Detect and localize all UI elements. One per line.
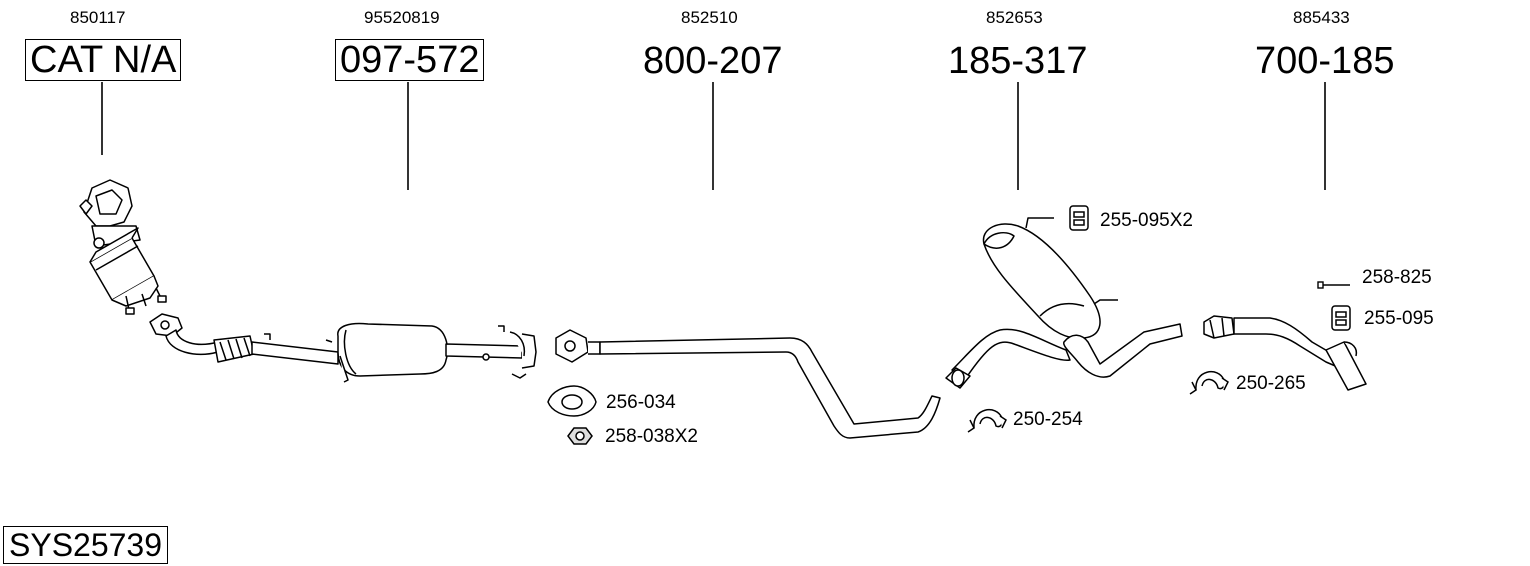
part-number-box[interactable]: CAT N/A [25,39,182,81]
accessory-label[interactable]: 258-038X2 [605,426,698,447]
rubber-hanger-icon [1331,305,1351,331]
system-code-box: SYS25739 [3,526,169,564]
part-number[interactable]: 700-185 [1255,40,1395,82]
accessory-label[interactable]: 250-254 [1013,409,1083,430]
oe-number: 852653 [986,8,1043,27]
oe-number: 852510 [681,8,738,27]
front-pipe-part[interactable] [149,313,537,383]
clamp-icon [967,408,1007,433]
nut-icon [567,427,593,445]
catalytic-converter-part[interactable] [79,179,167,315]
accessory-label[interactable]: 258-825 [1362,267,1432,288]
gasket-icon [547,385,597,417]
rubber-hanger-icon [1069,205,1089,231]
accessory-label[interactable]: 256-034 [606,392,676,413]
clamp-icon [1189,370,1229,395]
part-number[interactable]: 800-207 [643,40,783,82]
oe-number: 95520819 [364,8,440,27]
accessory-label[interactable]: 255-095X2 [1100,210,1193,231]
bolt-icon [1317,281,1350,289]
accessory-label[interactable]: 250-265 [1236,373,1306,394]
part-number[interactable]: 185-317 [948,40,1088,82]
oe-number: 850117 [70,8,126,27]
middle-pipe-part[interactable] [555,329,941,439]
oe-number: 885433 [1293,8,1350,27]
tail-pipe-part[interactable] [1203,315,1367,391]
rear-silencer-part[interactable] [945,217,1183,389]
accessory-label[interactable]: 255-095 [1364,308,1434,329]
part-number-box[interactable]: 097-572 [335,39,485,81]
